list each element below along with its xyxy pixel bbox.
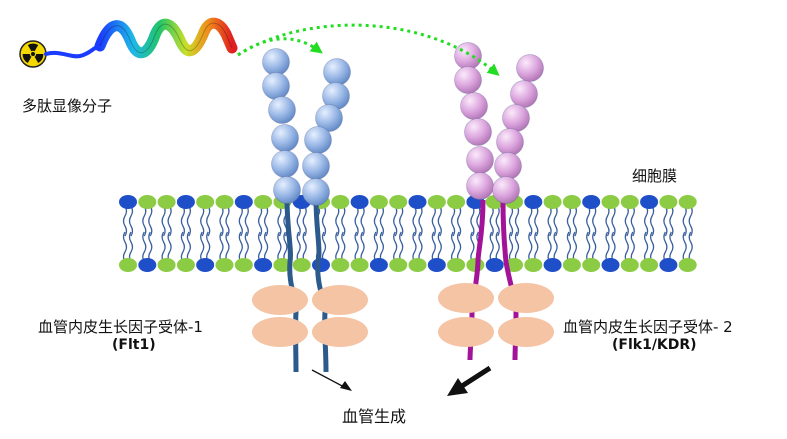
peptide-linker [44, 42, 105, 59]
receptor-1-name-label: 血管内皮生长因子受体-1 [38, 318, 203, 336]
peptide-probe-label: 多肽显像分子 [22, 97, 113, 115]
receptor-2-alias-label: (Flk1/KDR) [612, 337, 697, 353]
receptor-2-name-label: 血管内皮生长因子受体- 2 [563, 318, 733, 336]
peptide-helix-icon [94, 17, 238, 58]
angiogenesis-label: 血管生成 [342, 407, 407, 426]
receptor-1-alias-label: (Flt1) [112, 337, 156, 353]
thin-arrow-icon [311, 369, 352, 391]
receptor-1-right-stalk [313, 197, 329, 373]
receptor-1-kinase-left-lower [252, 317, 308, 347]
receptor-2-ig-domains [454, 42, 544, 204]
receptor-2-kinase-right-upper [498, 283, 554, 313]
radioactive-trefoil-icon [19, 40, 47, 68]
lipid-heads [119, 195, 697, 272]
receptor-1-kinase-left-upper [252, 285, 308, 315]
binding-path-to-receptor-2 [237, 23, 500, 76]
receptor-2-kinase-left-upper [438, 283, 494, 313]
receptor-1-kinase-right-upper [312, 285, 368, 315]
receptor-1-ig-domains [262, 48, 351, 206]
receptor-2-kinase-right-lower [498, 317, 554, 347]
cell-membrane-label: 细胞膜 [632, 167, 678, 185]
receptor-1 [252, 48, 368, 373]
receptor-2-kinase-left-lower [438, 317, 494, 347]
receptor-1-kinase-right-lower [312, 317, 368, 347]
lipid-tails [122, 205, 693, 263]
thick-arrow-icon [447, 365, 492, 396]
